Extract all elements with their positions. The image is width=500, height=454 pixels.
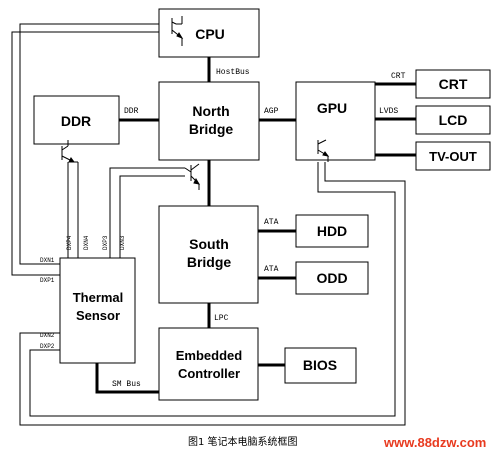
dxp2-label: DXP2 <box>40 343 55 350</box>
gpu-block: GPU <box>295 81 376 161</box>
hdd-label: HDD <box>317 223 347 239</box>
south-bridge-label-line2: Bridge <box>187 254 232 270</box>
north-bridge-label-line2: Bridge <box>189 121 234 137</box>
dxp1-label: DXP1 <box>40 277 55 284</box>
lcd-label: LCD <box>439 112 468 128</box>
lpc-label: LPC <box>214 314 229 323</box>
ata-hdd-label: ATA <box>264 218 279 227</box>
lcd-block: LCD <box>415 105 491 135</box>
thermal-sensor-label-line2: Sensor <box>76 308 120 323</box>
gpu-label: GPU <box>317 100 347 116</box>
crt-signal-label: CRT <box>391 72 406 81</box>
dxp3-label: DXP3 <box>102 235 109 250</box>
agp-label: AGP <box>264 107 279 116</box>
embedded-controller-label-line2: Controller <box>178 366 240 381</box>
ddr-label: DDR <box>61 113 91 129</box>
tvout-block: TV-OUT <box>415 141 491 171</box>
ddr-thermal-diode-icon <box>61 140 78 163</box>
crt-block: CRT <box>415 69 491 99</box>
ddr-block: DDR <box>33 95 120 145</box>
cpu-label: CPU <box>195 26 225 42</box>
crt-label: CRT <box>439 76 468 92</box>
hostbus-label: HostBus <box>216 68 250 77</box>
embedded-controller-label-line1: Embedded <box>176 348 243 363</box>
bus-lines <box>95 57 416 394</box>
dxn4-label: DXN4 <box>83 235 90 250</box>
dxp4-label: DXP4 <box>66 235 73 250</box>
bios-label: BIOS <box>303 357 337 373</box>
lvds-label: LVDS <box>379 107 398 116</box>
gpu-thermal-diode-icon <box>317 139 330 162</box>
figure-caption: 图1 笔记本电脑系统框图 <box>188 435 298 448</box>
odd-label: ODD <box>316 270 347 286</box>
odd-block: ODD <box>295 261 369 295</box>
ddr-bus-label: DDR <box>124 107 139 116</box>
watermark: www.88dzw.com <box>383 435 486 450</box>
smbus-label: SM Bus <box>112 380 141 389</box>
bios-block: BIOS <box>284 347 357 384</box>
south-bridge-block: South Bridge <box>158 205 259 304</box>
north-bridge-thermal-diode-icon <box>184 163 201 190</box>
ata-odd-label: ATA <box>264 265 279 274</box>
embedded-controller-block: Embedded Controller <box>158 327 259 401</box>
north-bridge-block: North Bridge <box>158 81 260 161</box>
tvout-label: TV-OUT <box>429 149 477 164</box>
south-bridge-label-line1: South <box>189 236 229 252</box>
dxn3-label: DXN3 <box>119 235 126 250</box>
dxn2-label: DXN2 <box>40 332 55 339</box>
thermal-sensor-block: Thermal Sensor <box>59 257 136 364</box>
dxn1-label: DXN1 <box>40 257 55 264</box>
hdd-block: HDD <box>295 214 369 248</box>
thermal-sense-wires <box>11 23 406 426</box>
north-bridge-label-line1: North <box>192 103 229 119</box>
thermal-sensor-label-line1: Thermal <box>73 290 124 305</box>
cpu-thermal-diode-icon <box>171 16 184 46</box>
cpu-block: CPU <box>158 8 260 58</box>
